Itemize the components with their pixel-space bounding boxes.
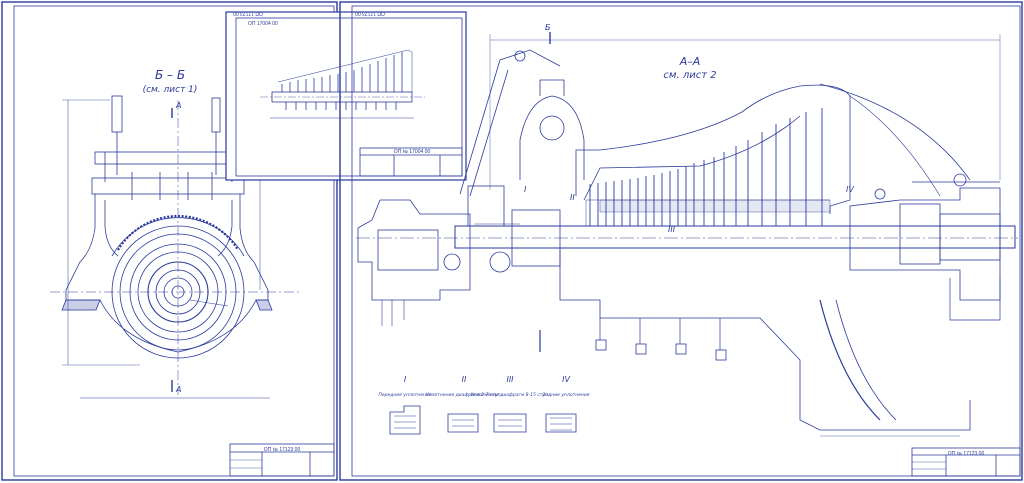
section-b-subtitle: (см. лист 1) xyxy=(143,85,198,95)
section-b-cut-label-top: A xyxy=(175,101,181,110)
section-b-casing xyxy=(50,95,300,399)
main-title-block-code: ОП № 17123 00 xyxy=(948,451,985,457)
detail-ii-caption: Уплотнение диафрагм 2-7 ступ. xyxy=(426,392,502,398)
section-b-cut-label-bottom: A xyxy=(175,385,181,394)
main-sheet xyxy=(339,1,1023,481)
callout-ii: II xyxy=(570,193,575,202)
inset-sheet xyxy=(225,11,467,181)
left-sheet xyxy=(1,1,338,481)
callout-i: I xyxy=(524,185,527,194)
left-sheet-tab: ОП 17123 00 xyxy=(233,10,263,16)
inset-sheet-labels: ОП № 17004 00 ОП 17004 00 xyxy=(248,21,430,155)
detail-ii-number: II xyxy=(462,375,467,384)
callout-iv: IV xyxy=(846,185,854,194)
inset-title-block-code: ОП № 17004 00 xyxy=(394,149,431,155)
inset-sheet-tab: ОП 17004 00 xyxy=(248,21,278,27)
main-sheet-labels: А–А см. лист 2 Б I II III IV ОП № 17123 … xyxy=(355,10,985,457)
seal-details xyxy=(389,405,577,435)
section-a-cut-label: Б xyxy=(545,23,551,32)
main-sheet-tab: ОП 17123 00 xyxy=(355,10,385,16)
callout-iii: III xyxy=(668,225,676,234)
detail-iv-number: IV xyxy=(562,375,570,384)
left-title-block-code: ОП № 17123 00 xyxy=(264,447,301,453)
section-a-title: А–А xyxy=(679,55,701,68)
section-a-subtitle: см. лист 2 xyxy=(663,70,716,81)
turbine-longitudinal-section xyxy=(356,32,1018,437)
detail-iii-number: III xyxy=(506,375,514,384)
detail-iii-caption: Уплотнение диафрагм 8-15 ступ. xyxy=(471,392,550,398)
section-b-title: Б – Б xyxy=(155,68,185,82)
detail-i-caption: Передние уплотнения xyxy=(378,392,431,398)
left-sheet-labels: Б – Б (см. лист 1) A A ОП № 17123 00 ОП … xyxy=(143,10,301,453)
detail-i-number: I xyxy=(404,375,407,384)
detail-labels: I Передние уплотнения II Уплотнение диаф… xyxy=(378,375,589,398)
detail-iv-caption: Задние уплотнения xyxy=(543,392,590,398)
